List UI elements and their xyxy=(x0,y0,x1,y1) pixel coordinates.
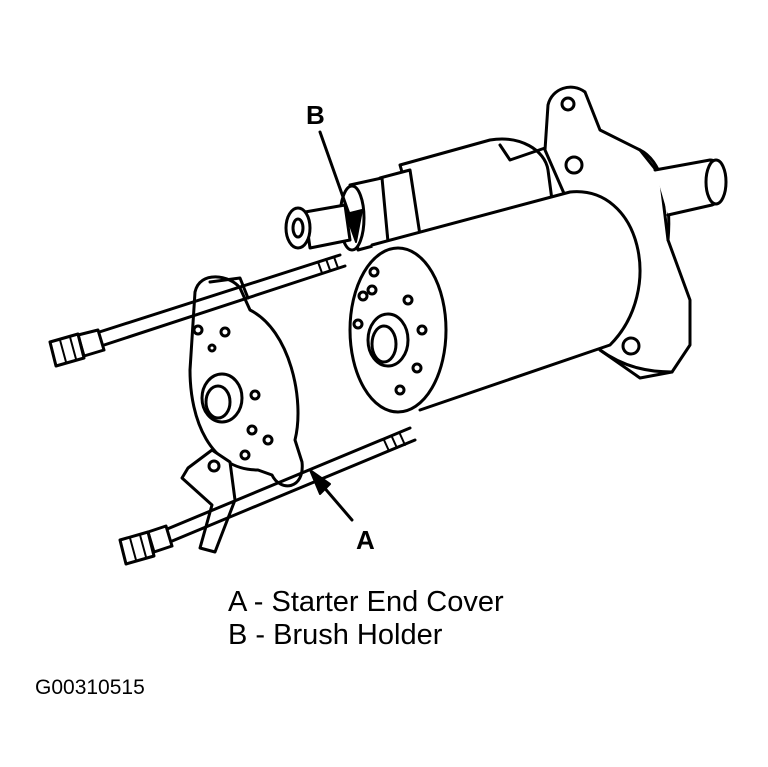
through-bolt-upper xyxy=(50,255,345,366)
drive-shaft xyxy=(655,160,726,215)
legend-item-b: B - Brush Holder xyxy=(228,619,443,651)
through-bolt-lower xyxy=(120,428,415,564)
mounting-bracket xyxy=(182,450,235,552)
legend-item-a: A - Starter End Cover xyxy=(228,586,504,618)
legend: A - Starter End Cover B - Brush Holder xyxy=(228,586,504,652)
callout-b-arrow xyxy=(320,132,362,242)
callout-label-a: A xyxy=(356,525,375,555)
motor-yoke xyxy=(350,192,640,412)
figure-id: G00310515 xyxy=(35,676,145,699)
callout-a-arrow xyxy=(310,470,352,520)
starter-end-cover xyxy=(190,277,302,486)
callout-label-b: B xyxy=(306,100,325,130)
